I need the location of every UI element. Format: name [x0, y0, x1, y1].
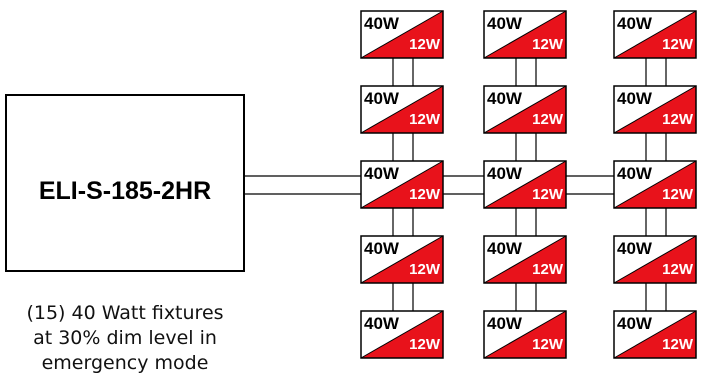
- fixture-divider: [483, 160, 567, 209]
- emergency-wattage-label: 12W: [532, 186, 564, 203]
- emergency-wattage-label: 12W: [409, 36, 441, 53]
- wiring: [244, 58, 667, 311]
- fixture: 40W 12W: [483, 310, 567, 359]
- emergency-wattage-label: 12W: [409, 111, 441, 128]
- fixture-border: [483, 235, 567, 284]
- emergency-wattage-label: 12W: [662, 111, 694, 128]
- caption-line-3: emergency mode: [42, 352, 209, 374]
- fixture-border: [613, 160, 697, 209]
- fixture-border: [483, 10, 567, 59]
- fixture-border: [360, 85, 444, 134]
- fixture-divider: [613, 10, 697, 59]
- fixture: 40W 12W: [613, 85, 697, 134]
- fixture-divider: [360, 310, 444, 359]
- emergency-wattage-label: 12W: [662, 261, 694, 278]
- fixture-divider: [360, 10, 444, 59]
- fixture: 40W 12W: [613, 310, 697, 359]
- normal-wattage-label: 40W: [487, 89, 523, 108]
- emergency-wattage-label: 12W: [532, 336, 564, 353]
- fixture-divider: [613, 85, 697, 134]
- driver-label: ELI-S-185-2HR: [39, 177, 211, 205]
- fixture: 40W 12W: [613, 160, 697, 209]
- normal-wattage-label: 40W: [364, 314, 400, 333]
- fixture: 40W 12W: [360, 160, 444, 209]
- normal-wattage-label: 40W: [364, 14, 400, 33]
- fixture: 40W 12W: [613, 10, 697, 59]
- caption-line-1: (15) 40 Watt fixtures: [26, 302, 223, 324]
- fixture: 40W 12W: [360, 10, 444, 59]
- fixture-divider: [360, 85, 444, 134]
- emergency-wattage-label: 12W: [409, 261, 441, 278]
- normal-wattage-label: 40W: [364, 239, 400, 258]
- fixture-border: [483, 160, 567, 209]
- fixture-divider: [613, 235, 697, 284]
- emergency-wattage-label: 12W: [662, 336, 694, 353]
- fixture: 40W 12W: [360, 235, 444, 284]
- fixture: 40W 12W: [483, 160, 567, 209]
- normal-wattage-label: 40W: [487, 164, 523, 183]
- driver-box: [5, 94, 245, 272]
- fixture-divider: [613, 160, 697, 209]
- normal-wattage-label: 40W: [617, 314, 653, 333]
- emergency-wattage-label: 12W: [532, 36, 564, 53]
- caption: (15) 40 Watt fixtures at 30% dim level i…: [26, 302, 223, 374]
- normal-wattage-label: 40W: [364, 164, 400, 183]
- fixture-border: [360, 310, 444, 359]
- emergency-wattage-label: 12W: [409, 336, 441, 353]
- normal-wattage-label: 40W: [487, 239, 523, 258]
- fixture: 40W 12W: [483, 10, 567, 59]
- normal-wattage-label: 40W: [364, 89, 400, 108]
- fixture-border: [613, 310, 697, 359]
- normal-wattage-label: 40W: [617, 89, 653, 108]
- fixture-border: [483, 85, 567, 134]
- fixture: 40W 12W: [360, 310, 444, 359]
- fixture-border: [360, 235, 444, 284]
- fixture-border: [483, 310, 567, 359]
- fixture-divider: [483, 235, 567, 284]
- fixture-divider: [360, 235, 444, 284]
- fixture-border: [613, 235, 697, 284]
- normal-wattage-label: 40W: [617, 164, 653, 183]
- fixture-border: [613, 10, 697, 59]
- caption-line-2: at 30% dim level in: [33, 327, 217, 349]
- normal-wattage-label: 40W: [487, 14, 523, 33]
- normal-wattage-label: 40W: [617, 239, 653, 258]
- emergency-wattage-label: 12W: [662, 36, 694, 53]
- fixture: 40W 12W: [483, 235, 567, 284]
- fixture-border: [360, 160, 444, 209]
- fixture: 40W 12W: [613, 235, 697, 284]
- emergency-wattage-label: 12W: [662, 186, 694, 203]
- fixture-border: [360, 10, 444, 59]
- fixture-divider: [483, 310, 567, 359]
- fixture: 40W 12W: [483, 85, 567, 134]
- emergency-wattage-label: 12W: [532, 261, 564, 278]
- fixture-divider: [483, 85, 567, 134]
- fixture-divider: [613, 310, 697, 359]
- fixture-border: [613, 85, 697, 134]
- normal-wattage-label: 40W: [617, 14, 653, 33]
- emergency-wattage-label: 12W: [409, 186, 441, 203]
- fixture-grid: 40W 12W 40W 12W 40W 12W 40W 12W 40W 12W 40W 12W 40W 1…: [360, 10, 697, 359]
- fixture-divider: [483, 10, 567, 59]
- emergency-driver: ELI-S-185-2HR: [5, 94, 245, 272]
- normal-wattage-label: 40W: [487, 314, 523, 333]
- fixture: 40W 12W: [360, 85, 444, 134]
- fixture-divider: [360, 160, 444, 209]
- emergency-wattage-label: 12W: [532, 111, 564, 128]
